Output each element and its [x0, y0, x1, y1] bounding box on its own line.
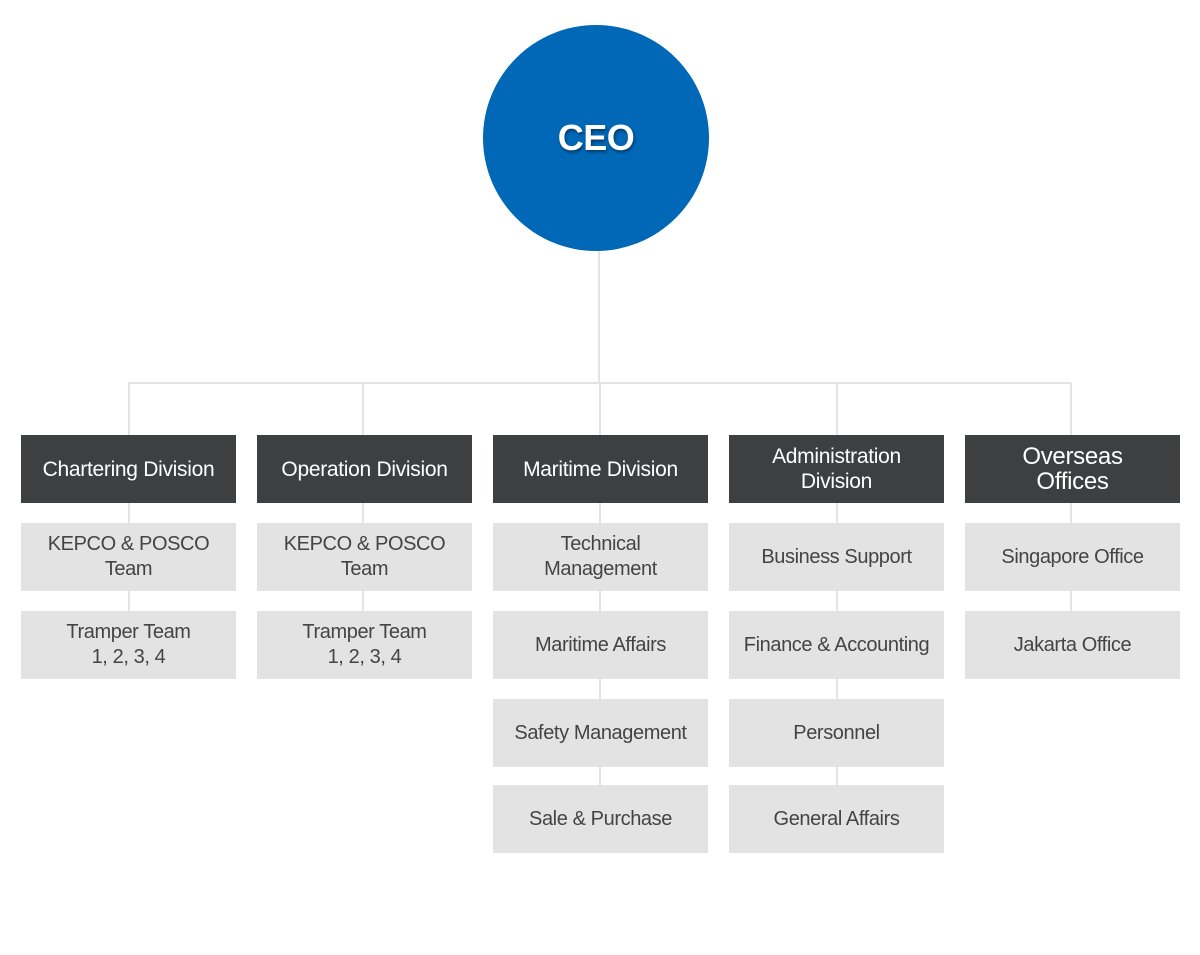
- team-box: Safety Management: [493, 699, 708, 767]
- team-label: Singapore Office: [1001, 545, 1144, 568]
- team-label: Sale & Purchase: [529, 807, 672, 830]
- division-label: Maritime Division: [523, 457, 678, 481]
- team-label: Tramper Team 1, 2, 3, 4: [66, 621, 191, 668]
- team-label: Personnel: [793, 721, 880, 744]
- team-box: Maritime Affairs: [493, 611, 708, 679]
- team-box: KEPCO & POSCO Team: [21, 523, 236, 591]
- division-label: Operation Division: [281, 457, 448, 481]
- division-bus-connector: [128, 382, 1071, 384]
- team-label: KEPCO & POSCO Team: [47, 533, 210, 580]
- team-box: KEPCO & POSCO Team: [257, 523, 472, 591]
- ceo-label: CEO: [557, 117, 635, 158]
- team-box: Tramper Team 1, 2, 3, 4: [21, 611, 236, 679]
- division-box: Administration Division: [729, 435, 944, 503]
- division-drop-connector: [1070, 383, 1072, 435]
- division-label: Chartering Division: [42, 457, 215, 481]
- team-box: Technical Management: [493, 523, 708, 591]
- team-label: Jakarta Office: [1013, 633, 1132, 656]
- team-label: Maritime Affairs: [534, 633, 667, 656]
- division-drop-connector: [836, 383, 838, 435]
- team-box: Sale & Purchase: [493, 785, 708, 853]
- division-label: Overseas Offices: [1022, 443, 1123, 495]
- ceo-node: CEO: [483, 25, 709, 251]
- team-box: Business Support: [729, 523, 944, 591]
- team-label: General Affairs: [773, 807, 900, 830]
- team-box: Tramper Team 1, 2, 3, 4: [257, 611, 472, 679]
- team-label: Business Support: [761, 545, 912, 568]
- team-label: Finance & Accounting: [743, 633, 930, 656]
- team-label: Tramper Team 1, 2, 3, 4: [302, 621, 427, 668]
- division-box: Maritime Division: [493, 435, 708, 503]
- team-box: Finance & Accounting: [729, 611, 944, 679]
- team-box: General Affairs: [729, 785, 944, 853]
- team-label: Technical Management: [544, 533, 657, 580]
- division-box: Operation Division: [257, 435, 472, 503]
- team-box: Jakarta Office: [965, 611, 1180, 679]
- team-label: Safety Management: [514, 721, 687, 744]
- division-box: Chartering Division: [21, 435, 236, 503]
- division-drop-connector: [599, 383, 601, 435]
- ceo-connector: [598, 251, 600, 383]
- team-label: KEPCO & POSCO Team: [283, 533, 446, 580]
- division-drop-connector: [362, 383, 364, 435]
- team-box: Personnel: [729, 699, 944, 767]
- division-box: Overseas Offices: [965, 435, 1180, 503]
- division-drop-connector: [128, 383, 130, 435]
- division-label: Administration Division: [772, 445, 901, 493]
- team-box: Singapore Office: [965, 523, 1180, 591]
